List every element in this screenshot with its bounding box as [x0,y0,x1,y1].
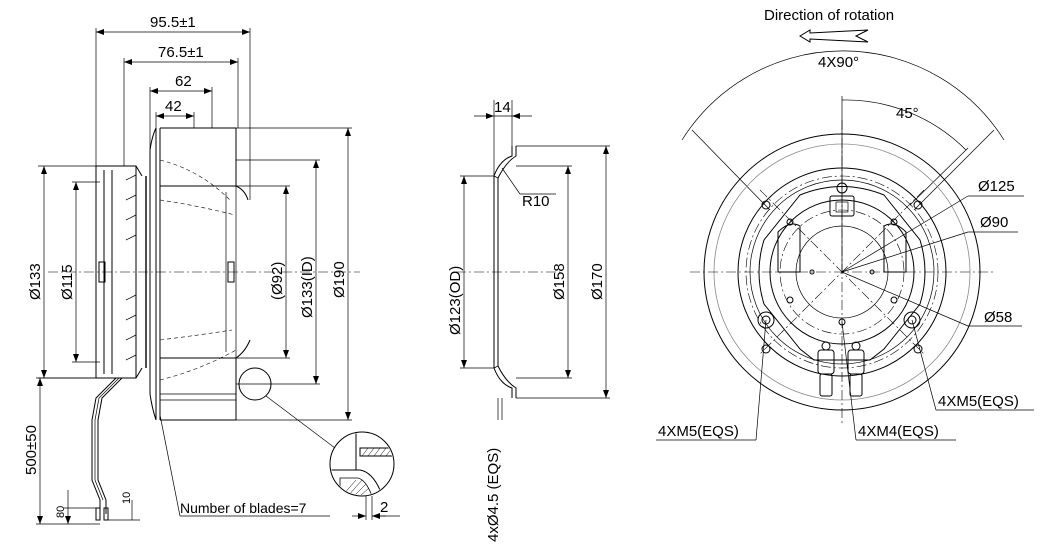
dia-impeller: Ø190 [331,261,348,298]
dia-90-label: Ø90 [980,214,1008,231]
thread-m5-left-label: 4XM5(EQS) [658,423,739,440]
motor-body [95,165,143,379]
m5-boss [757,311,775,329]
slot-right [883,223,907,273]
dia-125-label: Ø125 [978,178,1015,195]
rotation-arrow [799,29,869,43]
detail-gap-label: 2 [380,499,388,516]
cable-strip-2: 10 [121,492,133,504]
top-tab [829,195,855,217]
thread-m5-right-label: 4XM5(EQS) [938,393,1019,410]
top-dimensions: 95.5±1 76.5±1 62 42 [95,14,251,200]
dim-impeller-width: 62 [175,73,192,90]
blade-note: Number of blades=7 [159,414,330,517]
bolt-hole [761,344,771,354]
dia-outer: Ø170 [589,263,606,300]
impeller-backplate [145,127,161,421]
dim-inlet-width: 42 [165,98,182,115]
bolt-hole [761,200,771,210]
inlet-ring-profile [493,146,513,398]
dim-body-width: 76.5±1 [158,44,204,61]
holes-label: 4xØ4.5 (EQS) [485,448,502,542]
slot-left [777,223,801,273]
detail-leader [265,395,336,449]
cable-strip-1: 80 [55,506,67,518]
m5-boss [903,311,921,329]
dia-motor-outer: Ø133 [27,263,44,300]
dia-mid: Ø158 [551,263,568,300]
cable-glands [817,341,865,397]
dim-overall-width: 95.5±1 [150,14,196,31]
angle-offset-label: 45° [896,105,919,122]
radius-label: R10 [522,193,550,210]
inlet-shroud [160,127,251,421]
dia-od: Ø123(OD) [447,266,464,335]
cable: 500±50 80 10 [23,377,140,525]
motor-plate [758,186,926,361]
bolt-hole [913,200,923,210]
bolt-hole [913,344,923,354]
side-view: 2 95.5±1 76.5±1 62 42 [23,14,400,525]
thread-m4-label: 4XM4(EQS) [858,423,939,440]
dia-inlet-ref: (Ø92) [269,262,286,300]
dia-inlet-id: Ø133(ID) [299,256,316,318]
middle-view: 14 R10 Ø123(OD) Ø158 Ø170 4xØ4.5 (EQS) [447,99,610,542]
left-diameters: Ø133 Ø115 [27,165,100,379]
cable-length: 500±50 [23,425,40,475]
right-diameters: (Ø92) Ø133(ID) Ø190 [236,127,352,421]
angle-arc-45 [841,99,967,151]
front-view: Direction of rotation 4X90° 45° [656,7,1034,441]
dim-depth: 14 [494,99,511,116]
blade-count-label: Number of blades=7 [180,500,307,516]
angle-arc-90 [681,50,1005,141]
dia-58-label: Ø58 [984,309,1012,326]
angle-pattern-label: 4X90° [818,54,859,71]
dia-motor-inner: Ø115 [59,264,76,300]
detail-view: 2 [329,431,400,520]
rotation-label: Direction of rotation [764,7,894,24]
impeller-blades [159,159,237,381]
